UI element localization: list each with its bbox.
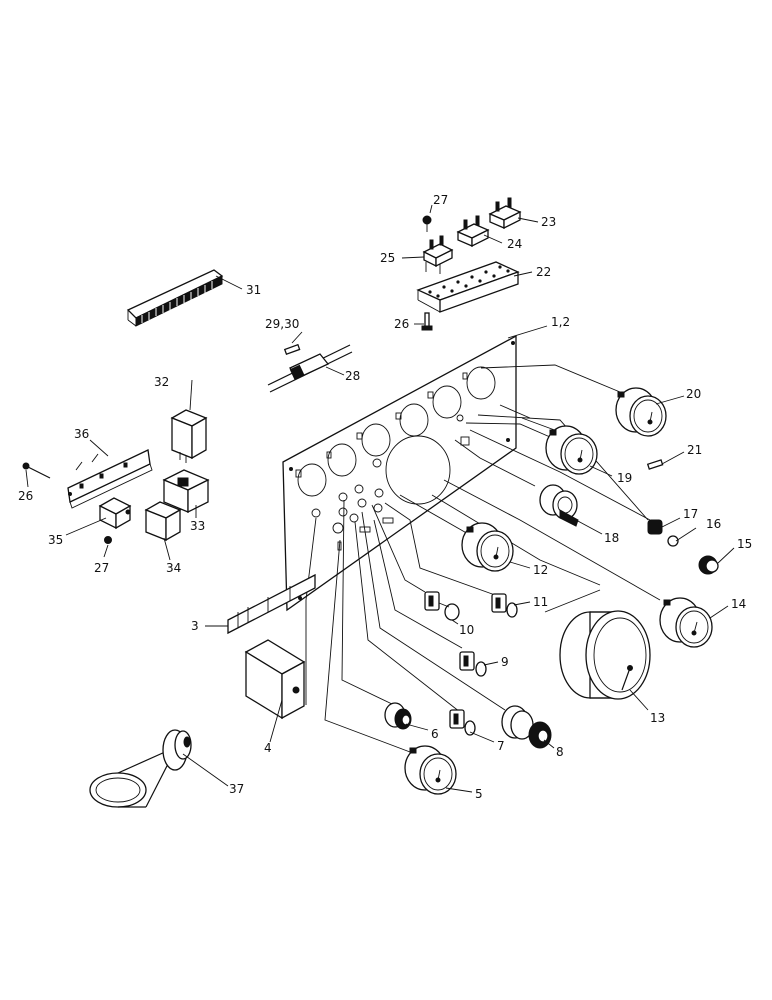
nut-27-left [104,536,112,544]
bulb-21 [646,459,664,470]
circuit-breaker-25 [422,235,454,274]
label-37: 37 [229,782,244,796]
label-24: 24 [507,237,522,251]
label-31: 31 [246,283,261,297]
label-5: 5 [475,787,483,801]
label-22: 22 [536,265,551,279]
circuit-breaker-24 [456,215,490,248]
pushbutton-6 [384,702,412,730]
label-19: 19 [617,471,632,485]
ignition-switch-18 [539,484,579,527]
hinge-3 [227,573,316,635]
label-34: 34 [166,561,181,575]
relay-34 [144,501,182,542]
label-33: 33 [190,519,205,533]
gauge-13-large [559,610,651,700]
relay-33 [162,469,210,514]
breaker-plate-22 [416,261,520,313]
gauge-19 [545,425,598,475]
toggle-switch-7 [449,709,476,736]
part-labels: 31 29,30 28 27 23 24 25 22 26 1,2 20 21 … [18,193,752,801]
relay-35 [98,497,132,530]
label-20: 20 [686,387,701,401]
label-17: 17 [683,507,698,521]
label-26-left: 26 [18,489,33,503]
label-26-top: 26 [394,317,409,331]
terminal-strip-31 [126,269,224,327]
label-10: 10 [459,623,474,637]
label-16: 16 [706,517,721,531]
screw-26-left [22,462,51,479]
gauge-14 [659,597,713,648]
label-28: 28 [345,369,360,383]
gauge-5 [404,745,457,795]
nut-27-top [422,215,432,232]
label-29-30: 29,30 [265,317,299,331]
label-27-left: 27 [94,561,109,575]
label-18: 18 [604,531,619,545]
toggle-switch-9 [459,651,487,677]
label-9: 9 [501,655,509,669]
leader-lines [305,364,661,756]
gauge-20 [615,387,667,437]
label-21: 21 [687,443,702,457]
toggle-switch-11 [491,593,518,618]
label-23: 23 [541,215,556,229]
circuit-breaker-23 [488,197,522,230]
rotary-knob-8 [501,705,552,749]
horn-37 [89,729,192,808]
label-1-2: 1,2 [551,315,570,329]
label-7: 7 [497,739,505,753]
label-15: 15 [737,537,752,551]
label-4: 4 [264,741,272,755]
junction-box-4 [244,639,306,720]
screw-26-top [421,312,433,331]
fuse-29-30 [283,343,301,356]
label-32: 32 [154,375,169,389]
fuse-holder-28 [267,344,353,393]
label-27-top: 27 [433,193,448,207]
label-3: 3 [191,619,199,633]
label-36: 36 [74,427,89,441]
label-13: 13 [650,711,665,725]
toggle-switch-10 [424,591,460,621]
label-12: 12 [533,563,548,577]
label-11: 11 [533,595,548,609]
label-6: 6 [431,727,439,741]
callout-lines [25,204,735,793]
label-25: 25 [380,251,395,265]
label-14: 14 [731,597,746,611]
indicator-lamp-15-17 [647,519,719,575]
label-35: 35 [48,533,63,547]
instrument-panel [282,334,517,612]
label-8: 8 [556,745,564,759]
relay-bracket-36 [67,449,153,509]
gauge-12 [461,522,514,572]
relay-32 [170,409,208,463]
